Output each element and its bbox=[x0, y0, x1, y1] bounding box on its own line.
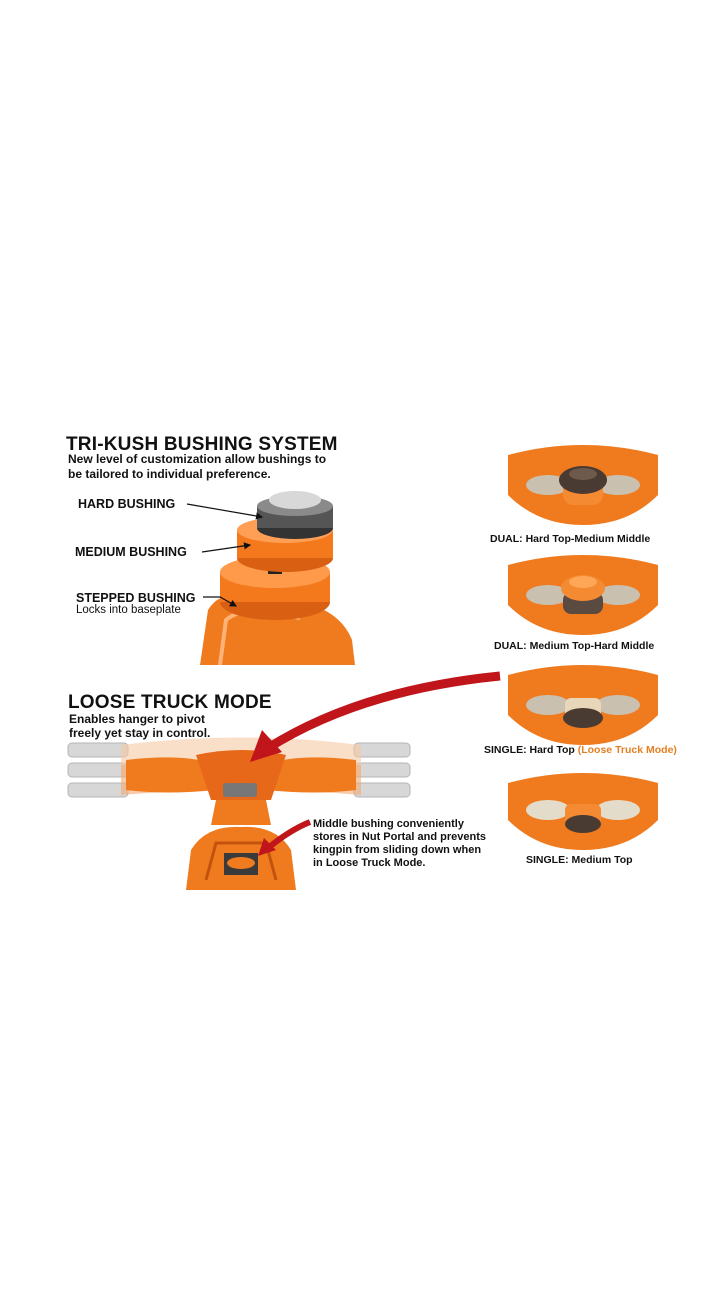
loose-truck-subtitle-2: freely yet stay in control. bbox=[69, 726, 211, 740]
tri-kush-subtitle-2: be tailored to individual preference. bbox=[68, 467, 271, 481]
config-caption-3-accent: (Loose Truck Mode) bbox=[577, 744, 677, 756]
config-caption-3: SINGLE: Hard Top (Loose Truck Mode) bbox=[484, 744, 677, 756]
loose-truck-title: LOOSE TRUCK MODE bbox=[68, 692, 272, 713]
middle-bushing-note-3: kingpin from sliding down when bbox=[313, 844, 482, 856]
config-caption-3-main: SINGLE: Hard Top bbox=[484, 744, 575, 756]
medium-bushing-label: MEDIUM BUSHING bbox=[75, 545, 187, 559]
red-arrows bbox=[250, 671, 501, 856]
truck-illustration bbox=[67, 737, 411, 890]
stepped-bushing-label: STEPPED BUSHING bbox=[76, 591, 196, 605]
stepped-bushing-note: Locks into baseplate bbox=[76, 604, 181, 616]
config-dual-medium-top-image bbox=[508, 555, 658, 635]
config-single-medium-top-image bbox=[508, 773, 658, 850]
middle-bushing-note-2: stores in Nut Portal and prevents bbox=[313, 831, 486, 843]
config-caption-2: DUAL: Medium Top-Hard Middle bbox=[494, 640, 655, 652]
config-caption-4: SINGLE: Medium Top bbox=[526, 854, 633, 866]
middle-bushing-note-1: Middle bushing conveniently bbox=[313, 818, 464, 830]
tri-kush-title: TRI-KUSH BUSHING SYSTEM bbox=[66, 434, 338, 455]
leader-lines bbox=[186, 503, 264, 607]
tri-kush-subtitle-1: New level of customization allow bushing… bbox=[68, 452, 327, 466]
config-dual-hard-top-image bbox=[508, 445, 658, 525]
config-caption-1: DUAL: Hard Top-Medium Middle bbox=[490, 533, 651, 545]
hard-bushing-label: HARD BUSHING bbox=[78, 497, 176, 511]
loose-truck-subtitle-1: Enables hanger to pivot bbox=[69, 712, 206, 726]
bushing-stack-illustration bbox=[200, 491, 355, 665]
config-single-hard-top-image bbox=[508, 665, 658, 745]
middle-bushing-note-4: in Loose Truck Mode. bbox=[313, 857, 426, 869]
